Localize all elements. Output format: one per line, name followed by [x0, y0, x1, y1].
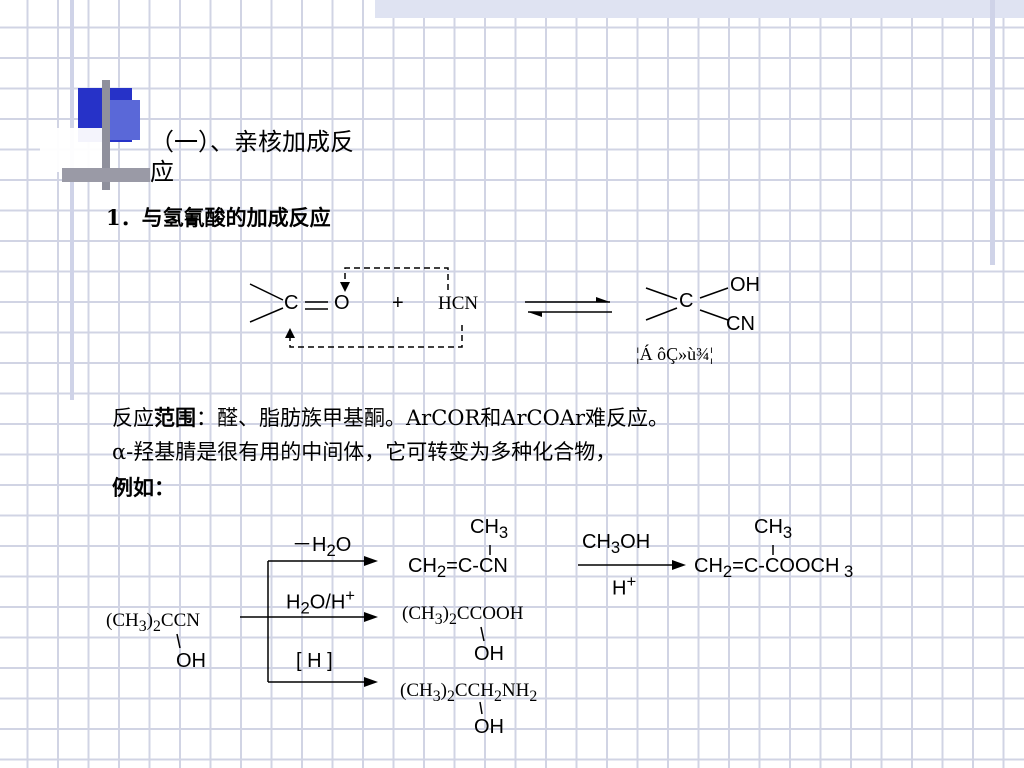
p-bond-oh — [699, 287, 729, 299]
scope-prefix: 反应 — [112, 406, 154, 430]
start-compound: (CH3)2CCN — [106, 610, 200, 635]
p1b-ch3: CH3 — [754, 516, 793, 542]
p3-oh-bond — [479, 701, 483, 715]
p1-cat: H+ — [612, 572, 637, 600]
p2-oh: OH — [474, 643, 504, 665]
decor-white-square — [40, 128, 102, 172]
top-decor-band — [375, 0, 1024, 18]
p1-main: CH2=C-CN — [408, 555, 508, 581]
eq-head-forward — [596, 297, 610, 302]
decor-grey-bar-vertical — [102, 80, 110, 190]
arrowhead-bottom — [285, 328, 295, 338]
scope-rest: ：醛、脂肪族甲基酮。ArCOR和ArCOAr难反应。 — [196, 406, 669, 430]
plus-sign: + — [392, 292, 404, 314]
decor-grey-bar — [62, 168, 150, 182]
reactant-oxygen: O — [334, 292, 350, 314]
left-decor-line — [70, 0, 74, 400]
garbled-caption: ¦Á ôÇ»ù¾¦ — [636, 344, 714, 364]
p2-main: (CH3)2CCOOH — [402, 603, 524, 628]
p3-oh: OH — [474, 716, 504, 738]
p-bond-ul — [645, 287, 678, 300]
cond-reduction: [ H ] — [296, 650, 333, 672]
head-top — [364, 556, 378, 566]
p1b-main: CH2=C-COOCH 3 — [694, 555, 854, 581]
cond-h: H — [307, 650, 322, 672]
intermediate-line: α-羟基腈是很有用的中间体，它可转变为多种化合物， — [112, 440, 617, 464]
eq-head-back — [528, 312, 542, 317]
product-cn: CN — [726, 313, 755, 335]
start-oh: OH — [176, 650, 206, 672]
p1-reagent: CH3OH — [582, 531, 651, 557]
section-title-line1: （一）、亲核加成反 — [150, 128, 354, 156]
p3-main: (CH3)2CCH2NH2 — [400, 680, 538, 705]
subsection-title: 1．与氢氰酸的加成反应 — [106, 205, 331, 230]
product-carbon: C — [679, 290, 694, 312]
bond-lower-left — [249, 307, 284, 323]
head-bot — [364, 677, 378, 687]
head-esterify — [672, 560, 686, 570]
p-bond-ll — [645, 307, 678, 321]
product-oh: OH — [730, 274, 760, 296]
scope-line: 反应范围：醛、脂肪族甲基酮。ArCOR和ArCOAr难反应。 — [112, 402, 669, 432]
start-oh-bond — [176, 633, 181, 649]
head-mid — [364, 612, 378, 622]
decor-blue-square-inner — [104, 100, 140, 140]
section-title-line2: 应 — [150, 158, 174, 186]
dashed-arrow-bottom — [289, 325, 463, 348]
arrowhead-top — [340, 282, 350, 292]
p2-oh-bond — [480, 626, 485, 642]
p1-ch3: CH3 — [470, 516, 509, 542]
p-bond-cn — [699, 309, 729, 321]
cond-dehydrate: －H2O — [292, 534, 352, 560]
bond-upper-left — [249, 283, 284, 301]
cond-hydrolysis: H2O/H+ — [286, 586, 356, 618]
example-label: 例如： — [112, 475, 175, 500]
right-decor-band — [990, 0, 995, 265]
reagent-hcn: HCN — [438, 293, 479, 314]
reactant-carbon: C — [284, 292, 299, 314]
scope-bold: 范围 — [154, 405, 196, 430]
dashed-arrow-top — [344, 267, 449, 290]
